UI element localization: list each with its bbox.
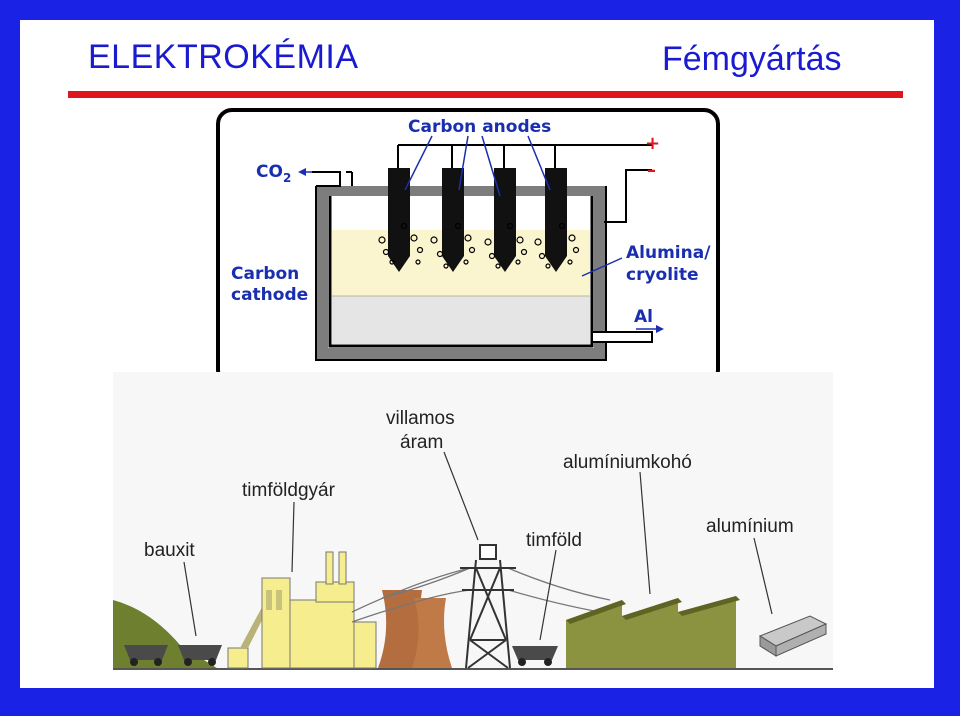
cooling-towers bbox=[378, 590, 452, 668]
villamos-aram-label-line1: villamos bbox=[386, 408, 455, 429]
slide-subtitle: Fémgyártás bbox=[662, 40, 842, 78]
carbon-anodes-label: Carbon anodes bbox=[408, 117, 551, 137]
molten-aluminium-layer bbox=[332, 296, 590, 344]
al-arrowhead bbox=[656, 325, 664, 333]
alumina-cart bbox=[512, 646, 558, 666]
carbon-cathode-label-line1: Carbon bbox=[231, 264, 299, 284]
carbon-anode bbox=[494, 168, 516, 272]
slide-title: ELEKTROKÉMIA bbox=[88, 38, 359, 76]
production-chain-diagram: villamos áram alumíniumkohó timföldgyár … bbox=[113, 372, 833, 670]
aluminium-label: alumínium bbox=[706, 516, 794, 537]
cell-outer-wall bbox=[315, 186, 607, 361]
villamos-aram-label-line2: áram bbox=[400, 432, 443, 453]
mine-cart bbox=[124, 645, 168, 666]
timfoldgyar-label: timföldgyár bbox=[242, 480, 336, 501]
bauxit-label: bauxit bbox=[144, 540, 195, 561]
co2-arrowhead bbox=[298, 168, 306, 176]
alumina-label-line2: cryolite bbox=[626, 265, 699, 285]
mine-cart bbox=[178, 645, 222, 666]
alumina-label-line1: Alumina/ bbox=[626, 243, 711, 263]
carbon-anode bbox=[545, 168, 567, 272]
power-pylon bbox=[460, 544, 516, 669]
exhaust-duct bbox=[312, 171, 341, 187]
electrolysis-cell-diagram: Carbon anodes + – CO2 Carbon cathode Alu… bbox=[216, 108, 720, 386]
aluminiumkoho-label: alumíniumkohó bbox=[563, 452, 692, 473]
title-divider bbox=[68, 91, 903, 98]
carbon-anode bbox=[388, 168, 410, 272]
tap-pipe bbox=[591, 331, 653, 343]
al-label: Al bbox=[634, 307, 653, 327]
co2-label: CO2 bbox=[256, 162, 291, 185]
plant-label-leaders bbox=[183, 451, 773, 641]
positive-terminal-label: + bbox=[645, 133, 660, 154]
aluminium-smelter bbox=[566, 596, 740, 668]
gas-bubbles bbox=[378, 222, 580, 269]
transmission-lines bbox=[351, 567, 611, 623]
alumina-leader bbox=[581, 257, 623, 277]
timfold-label: timföld bbox=[526, 530, 582, 551]
aluminium-ingots bbox=[758, 615, 828, 657]
carbon-anode bbox=[442, 168, 464, 272]
ground-line bbox=[113, 668, 833, 670]
alumina-refinery bbox=[227, 551, 377, 669]
negative-terminal-label: – bbox=[647, 160, 656, 181]
cathode-wire bbox=[604, 169, 652, 223]
carbon-cathode-label-line2: cathode bbox=[231, 285, 308, 305]
anode-label-leaders bbox=[404, 135, 551, 197]
